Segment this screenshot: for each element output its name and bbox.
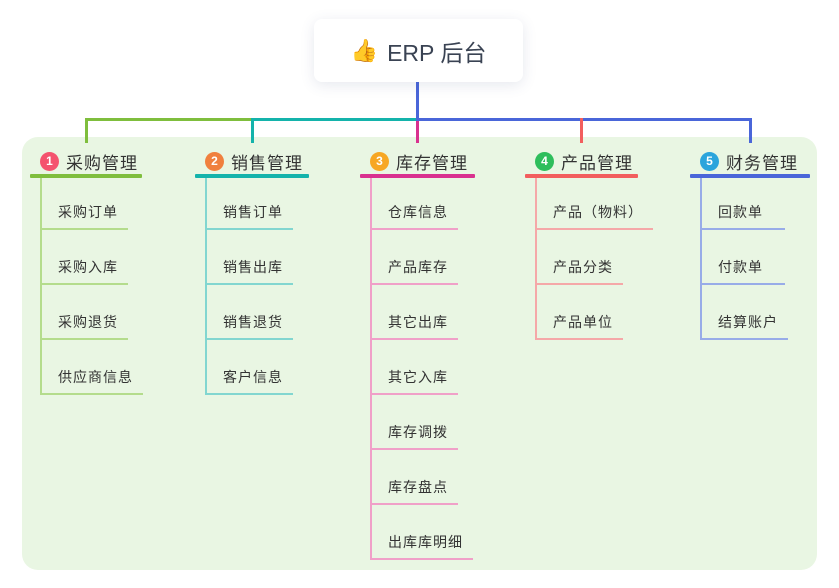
child-node[interactable]: 供应商信息 bbox=[40, 367, 143, 395]
child-node[interactable]: 出库库明细 bbox=[370, 532, 473, 560]
child-node[interactable]: 采购退货 bbox=[40, 312, 128, 340]
branch-5: 5 财务管理回款单付款单结算账户 bbox=[690, 148, 839, 340]
branch-label: 采购管理 bbox=[66, 153, 138, 173]
branch-node-4[interactable]: 4 产品管理 bbox=[525, 148, 685, 174]
branch-4: 4 产品管理产品（物料） 产品分类产品单位 bbox=[525, 148, 685, 340]
child-node[interactable]: 产品单位 bbox=[535, 312, 623, 340]
child-node[interactable]: 付款单 bbox=[700, 257, 785, 285]
child-node[interactable]: 产品分类 bbox=[535, 257, 623, 285]
branch-node-3[interactable]: 3 库存管理 bbox=[360, 148, 520, 174]
connector-drop-2 bbox=[250, 118, 254, 143]
child-row: 产品单位 bbox=[525, 285, 685, 340]
child-node[interactable]: 销售订单 bbox=[205, 202, 293, 230]
branch-node-2[interactable]: 2 销售管理 bbox=[195, 148, 355, 174]
branch-children: 仓库信息产品库存其它出库其它入库库存调拨库存盘点出库库明细 bbox=[360, 178, 520, 560]
branch-node-1[interactable]: 1 采购管理 bbox=[30, 148, 190, 174]
branch-label: 财务管理 bbox=[726, 153, 798, 173]
child-row: 销售订单 bbox=[195, 178, 355, 230]
connector-drop-3 bbox=[416, 118, 419, 143]
connector-root-stem bbox=[416, 82, 419, 121]
branch-underline bbox=[195, 174, 309, 178]
child-row: 客户信息 bbox=[195, 340, 355, 395]
child-row: 回款单 bbox=[690, 178, 839, 230]
child-row: 付款单 bbox=[690, 230, 839, 285]
child-row: 产品（物料） bbox=[525, 178, 685, 230]
branch-underline bbox=[525, 174, 638, 178]
child-row: 库存盘点 bbox=[360, 450, 520, 505]
child-row: 其它出库 bbox=[360, 285, 520, 340]
root-node[interactable]: 👍 ERP 后台 bbox=[314, 19, 523, 82]
child-node[interactable]: 销售退货 bbox=[205, 312, 293, 340]
child-node[interactable]: 产品库存 bbox=[370, 257, 458, 285]
branch-underline bbox=[360, 174, 475, 178]
child-row: 其它入库 bbox=[360, 340, 520, 395]
child-row: 采购入库 bbox=[30, 230, 190, 285]
branch-number-badge: 2 bbox=[205, 151, 224, 171]
child-row: 库存调拨 bbox=[360, 395, 520, 450]
child-row: 销售退货 bbox=[195, 285, 355, 340]
branch-children: 产品（物料） 产品分类产品单位 bbox=[525, 178, 685, 340]
connector-drop-5 bbox=[748, 118, 752, 143]
child-row: 产品分类 bbox=[525, 230, 685, 285]
root-label: ERP 后台 bbox=[387, 39, 487, 66]
branch-3: 3 库存管理仓库信息产品库存其它出库其它入库库存调拨库存盘点出库库明细 bbox=[360, 148, 520, 560]
connector-bus-2 bbox=[250, 118, 418, 121]
branch-2: 2 销售管理销售订单销售出库销售退货客户信息 bbox=[195, 148, 355, 395]
branch-children: 回款单付款单结算账户 bbox=[690, 178, 839, 340]
child-node[interactable]: 库存调拨 bbox=[370, 422, 458, 450]
child-node[interactable]: 销售出库 bbox=[205, 257, 293, 285]
child-row: 结算账户 bbox=[690, 285, 839, 340]
branch-number-badge: 5 bbox=[700, 151, 719, 171]
branch-children: 销售订单销售出库销售退货客户信息 bbox=[195, 178, 355, 395]
connector-drop-1 bbox=[84, 118, 88, 143]
branch-label: 库存管理 bbox=[396, 153, 468, 173]
child-node[interactable]: 回款单 bbox=[700, 202, 785, 230]
connector-drop-4 bbox=[580, 118, 583, 143]
connector-bus-5 bbox=[417, 118, 752, 121]
child-node[interactable]: 仓库信息 bbox=[370, 202, 458, 230]
child-node[interactable]: 采购订单 bbox=[40, 202, 128, 230]
mindmap-panel bbox=[22, 137, 817, 570]
branch-underline bbox=[30, 174, 142, 178]
child-row: 产品库存 bbox=[360, 230, 520, 285]
branch-underline bbox=[690, 174, 810, 178]
child-row: 出库库明细 bbox=[360, 505, 520, 560]
child-node[interactable]: 产品（物料） bbox=[535, 202, 653, 230]
child-node[interactable]: 结算账户 bbox=[700, 312, 788, 340]
thumbs-up-icon: 👍 bbox=[350, 37, 379, 63]
child-node[interactable]: 客户信息 bbox=[205, 367, 293, 395]
child-row: 销售出库 bbox=[195, 230, 355, 285]
branch-node-5[interactable]: 5 财务管理 bbox=[690, 148, 839, 174]
branch-number-badge: 3 bbox=[370, 151, 389, 171]
child-row: 仓库信息 bbox=[360, 178, 520, 230]
branch-1: 1 采购管理采购订单采购入库采购退货供应商信息 bbox=[30, 148, 190, 395]
branch-children: 采购订单采购入库采购退货供应商信息 bbox=[30, 178, 190, 395]
child-node[interactable]: 其它入库 bbox=[370, 367, 458, 395]
branch-label: 销售管理 bbox=[231, 153, 303, 173]
branch-number-badge: 1 bbox=[40, 151, 59, 171]
branch-label: 产品管理 bbox=[561, 153, 633, 173]
branch-number-badge: 4 bbox=[535, 151, 554, 171]
child-node[interactable]: 库存盘点 bbox=[370, 477, 458, 505]
child-node[interactable]: 采购入库 bbox=[40, 257, 128, 285]
child-row: 采购订单 bbox=[30, 178, 190, 230]
child-node[interactable]: 其它出库 bbox=[370, 312, 458, 340]
child-row: 供应商信息 bbox=[30, 340, 190, 395]
child-row: 采购退货 bbox=[30, 285, 190, 340]
